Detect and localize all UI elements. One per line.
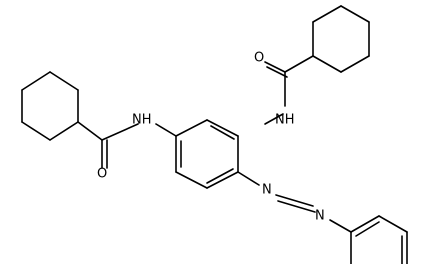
amide-group-left [77, 121, 139, 169]
atom-label-azo-nitrogen-lower: N [315, 209, 325, 224]
cyclohexane-ring-left [21, 71, 79, 141]
atom-label-nh-left: NH [132, 113, 152, 128]
cyclohexane-ring-right [312, 5, 370, 73]
atom-label-oxygen-right: O [254, 51, 264, 66]
azo-group [237, 171, 352, 233]
atom-label-nh-right: NH [275, 113, 295, 128]
bond-nh-left-benzene [155, 123, 177, 137]
amide-group-right [264, 55, 314, 125]
atom-label-oxygen-left: O [97, 167, 107, 182]
phenyl-ring [350, 215, 408, 264]
atom-label-azo-nitrogen-upper: N [262, 183, 272, 198]
central-benzene-ring [175, 119, 239, 189]
